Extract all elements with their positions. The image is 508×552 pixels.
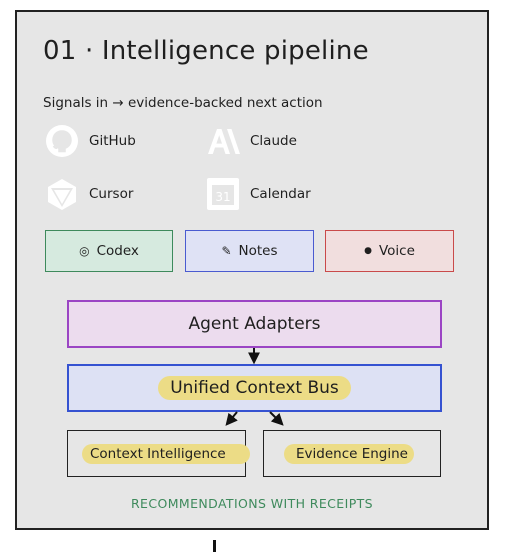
signal-label: Cursor [89, 186, 134, 202]
context-bus-box: Unified Context Bus [67, 364, 442, 412]
panel-subtitle: Signals in → evidence-backed next action [43, 95, 323, 111]
cursor-icon [45, 177, 79, 211]
pipeline-panel: 01 · Intelligence pipeline Signals in → … [15, 10, 489, 530]
calendar-day: 31 [215, 190, 230, 204]
signal-label: Calendar [250, 186, 311, 202]
context-intelligence-box: Context Intelligence [67, 430, 250, 477]
signal-label: Claude [250, 133, 297, 149]
signal-claude: Claude [206, 124, 297, 158]
context-intelligence-label: Context Intelligence [82, 443, 250, 464]
exit-connector [213, 540, 216, 552]
panel-title: 01 · Intelligence pipeline [43, 36, 369, 66]
evidence-engine-box: Evidence Engine [263, 430, 441, 477]
chip-label: Voice [378, 243, 415, 259]
claude-icon [206, 124, 240, 158]
chip-notes: ✎ Notes [185, 230, 314, 272]
agent-adapters-box: Agent Adapters [67, 300, 442, 348]
signal-cursor: Cursor [45, 177, 133, 211]
codex-icon: ◎ [79, 244, 90, 258]
arrow-bus-to-evidence [269, 411, 284, 426]
chip-label: Notes [238, 243, 278, 259]
agent-adapters-label: Agent Adapters [188, 314, 321, 334]
pencil-icon: ✎ [221, 244, 232, 258]
footer-caption: RECOMMENDATIONS WITH RECEIPTS [130, 496, 374, 511]
evidence-engine-label: Evidence Engine [284, 443, 414, 464]
chip-codex: ◎ Codex [45, 230, 173, 272]
signal-calendar: 31 Calendar [206, 177, 311, 211]
dot-icon: ● [364, 246, 372, 256]
signal-github: GitHub [45, 124, 136, 158]
chip-label: Codex [96, 243, 139, 259]
arrow-bus-to-context [225, 411, 238, 426]
calendar-icon: 31 [206, 177, 240, 211]
signal-label: GitHub [89, 133, 136, 149]
github-icon [45, 124, 79, 158]
chip-voice: ● Voice [325, 230, 454, 272]
context-bus-label: Unified Context Bus [158, 376, 351, 400]
